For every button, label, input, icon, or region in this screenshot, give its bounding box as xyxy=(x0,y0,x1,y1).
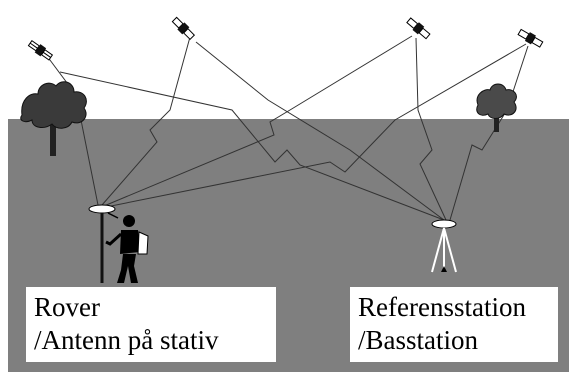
rover-label: Rover /Antenn på stativ xyxy=(26,287,276,362)
signal-lines xyxy=(43,35,529,221)
tree-icon xyxy=(476,83,517,132)
signal-line xyxy=(449,45,529,221)
signal-line xyxy=(415,37,447,221)
reference-station-label: Referensstation /Basstation xyxy=(350,287,558,362)
rover-label-line1: Rover xyxy=(34,292,100,322)
satellite-icon xyxy=(406,17,431,40)
sky xyxy=(0,0,569,119)
signal-line xyxy=(103,35,413,207)
reference-label-line1: Referensstation xyxy=(358,292,526,322)
reference-label-line2: /Basstation xyxy=(358,325,478,355)
tripod-icon xyxy=(431,219,457,273)
surveyor-icon xyxy=(105,212,149,283)
signal-line xyxy=(101,36,191,206)
signal-line xyxy=(105,43,527,208)
satellite-icon xyxy=(27,39,54,61)
antenna-icon xyxy=(88,204,116,283)
satellite-icon xyxy=(517,28,544,48)
rover-label-line2: /Antenn på stativ xyxy=(34,325,219,355)
tree-icon xyxy=(20,81,87,156)
satellite-icon xyxy=(171,16,196,41)
signal-line xyxy=(59,71,445,221)
signal-line xyxy=(195,41,445,221)
